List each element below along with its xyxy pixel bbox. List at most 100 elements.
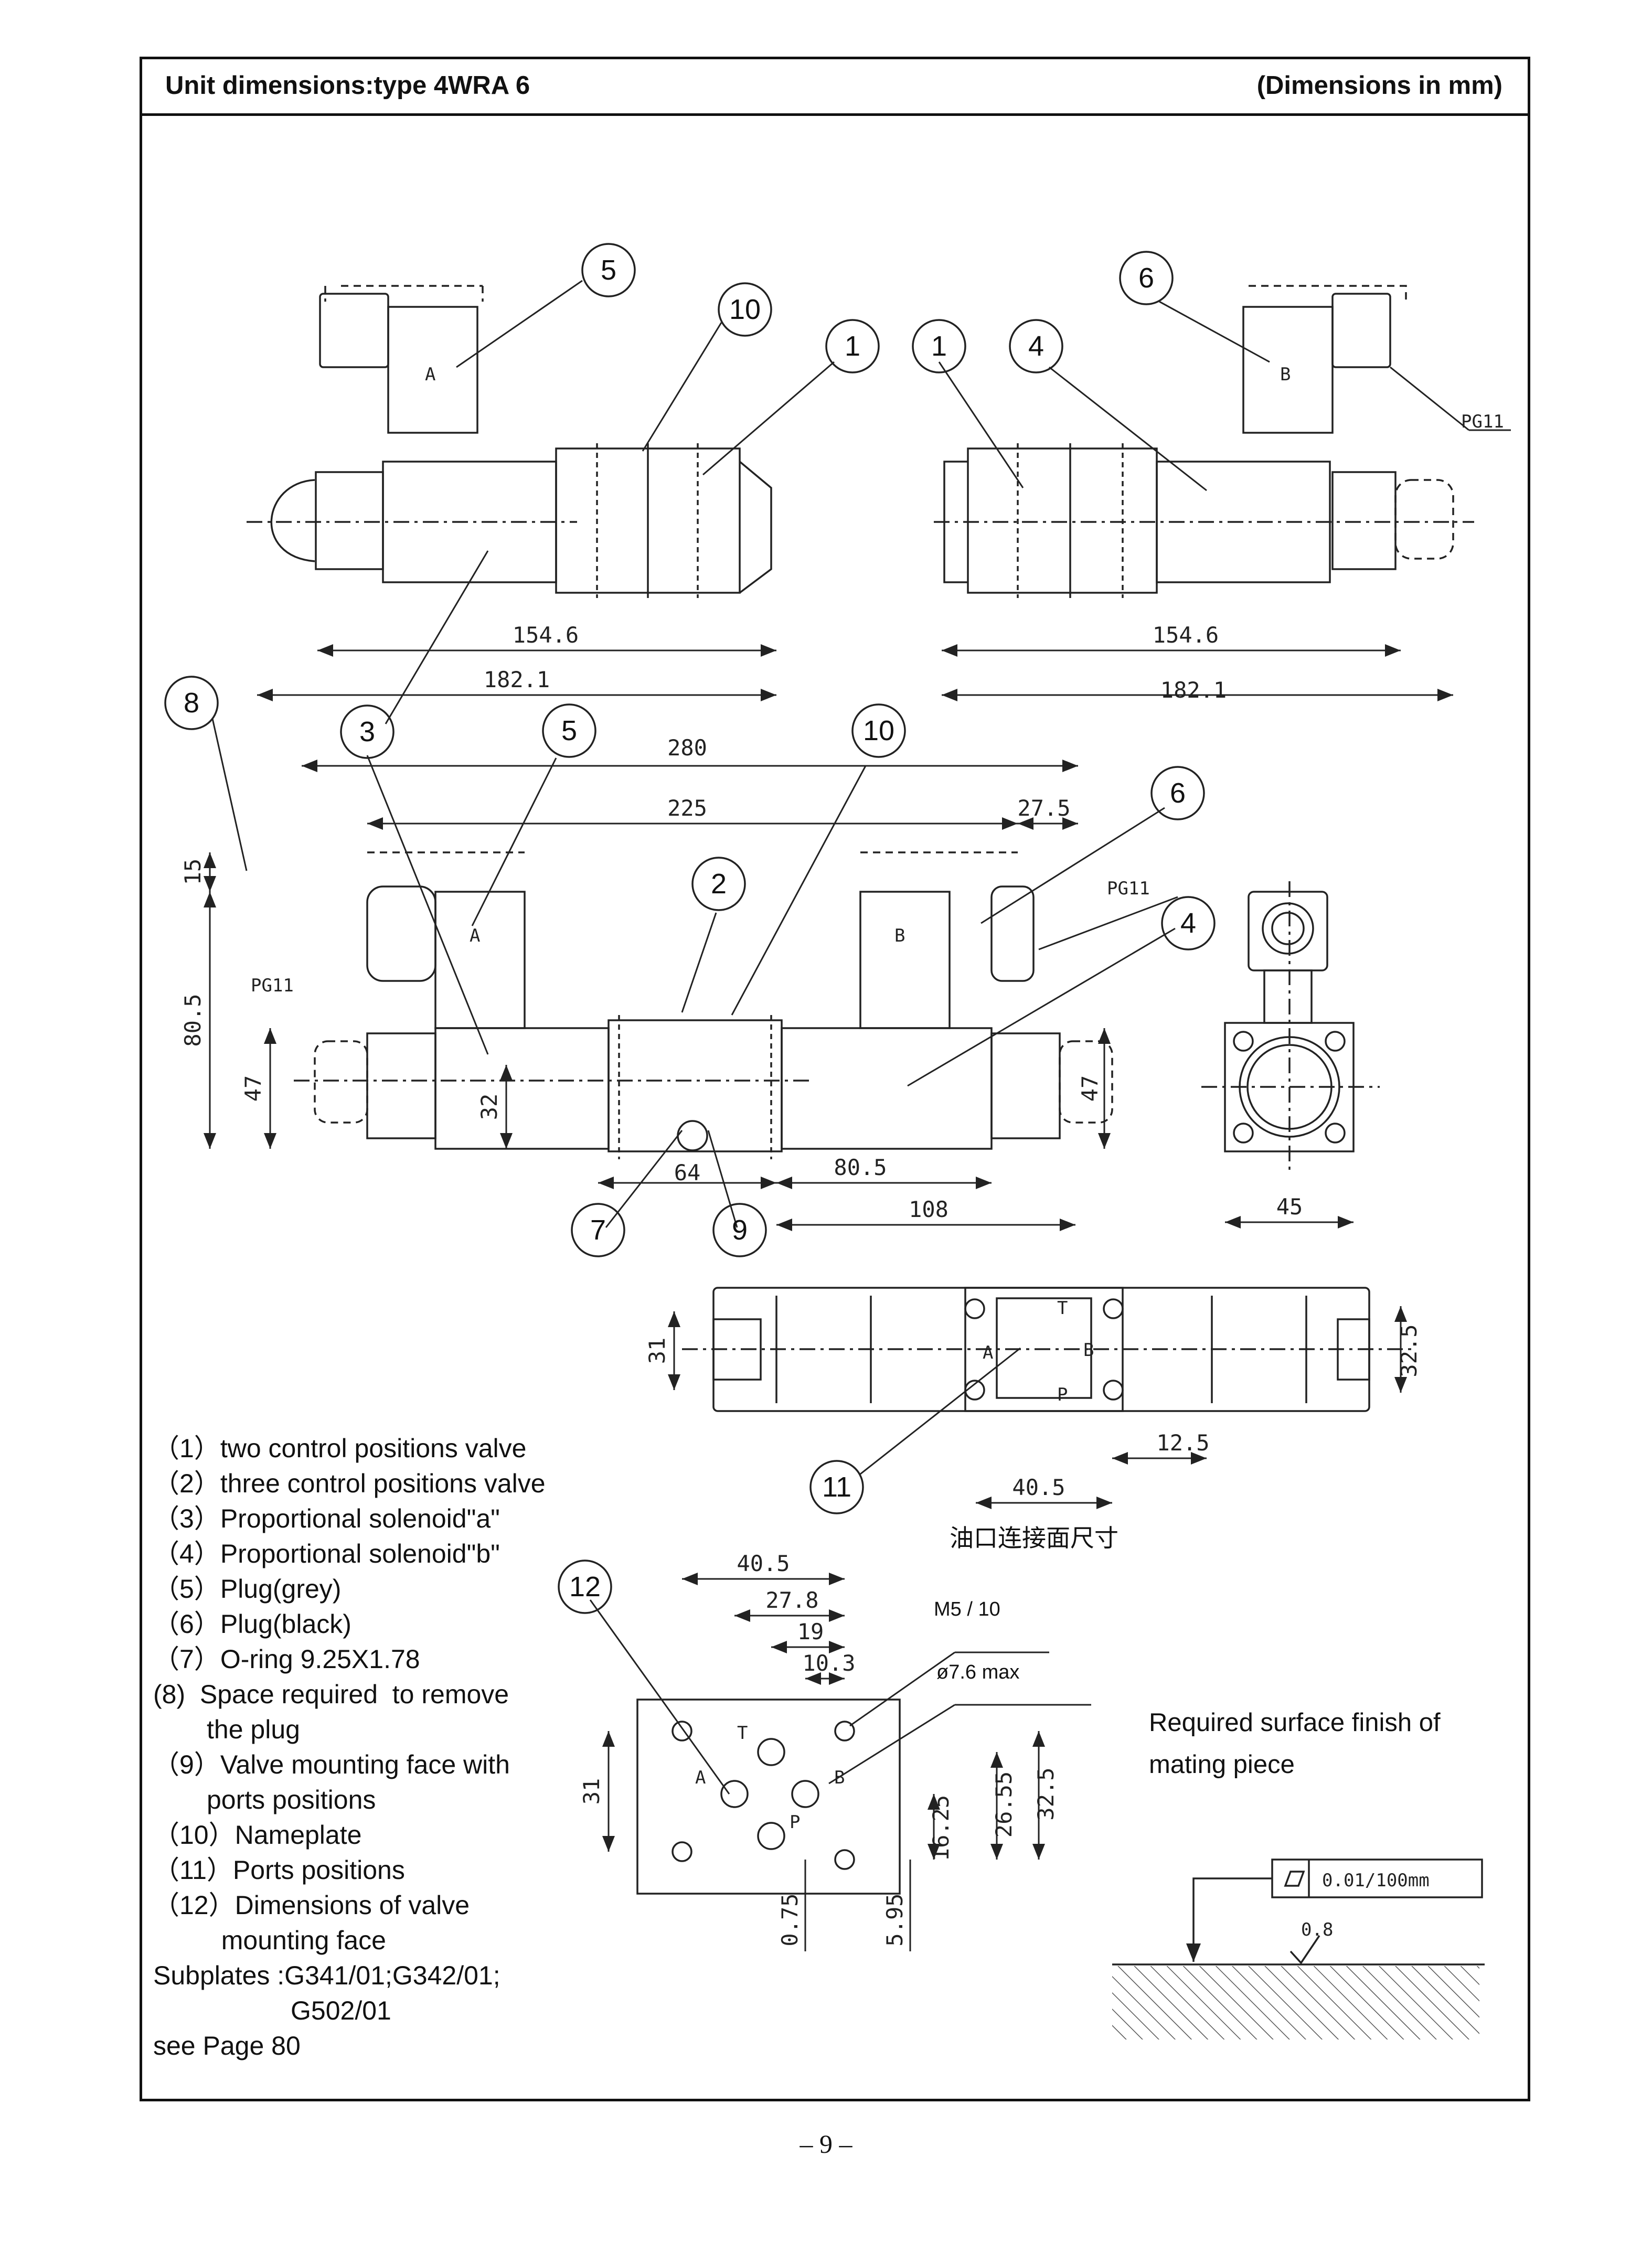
legend-item: (8) Space required to remove <box>153 1680 509 1709</box>
see-page-link[interactable]: see Page 80 <box>153 2031 301 2060</box>
dim-40-5-plan: 40.5 <box>1012 1475 1065 1500</box>
legend-list: （1）two control positions valve （2）three … <box>153 1431 552 2064</box>
thread-note: M5 / 10 <box>934 1598 1000 1620</box>
pg11-label-top: PG11 <box>1461 411 1504 432</box>
dim-26-55: 26.55 <box>991 1771 1017 1838</box>
balloon-5-top: 5 <box>601 254 616 286</box>
legend-item: （10）Nameplate <box>153 1820 362 1850</box>
front-view <box>294 851 1113 1159</box>
dim-64: 64 <box>674 1160 701 1185</box>
balloon-5-front: 5 <box>561 715 577 746</box>
dim-47-left: 47 <box>240 1075 266 1102</box>
balloon-3: 3 <box>359 716 375 747</box>
balloon-12: 12 <box>569 1571 601 1603</box>
dim-40-5-face: 40.5 <box>737 1551 790 1576</box>
plan-view <box>682 1287 1411 1412</box>
dimension-lines <box>204 644 1453 1951</box>
pg11-label-left: PG11 <box>251 975 294 996</box>
balloon-8: 8 <box>184 687 199 719</box>
port-a-plan: A <box>983 1342 993 1363</box>
top-right-view <box>934 285 1474 598</box>
dim-45: 45 <box>1276 1194 1303 1220</box>
legend-item-continuation: ports positions <box>207 1785 376 1814</box>
surface-note-line-2: mating piece <box>1149 1750 1295 1779</box>
balloon-10-top: 10 <box>729 294 761 325</box>
dim-27-5: 27.5 <box>1017 795 1070 821</box>
balloon-11: 11 <box>822 1471 851 1503</box>
dim-80-5-horizontal: 80.5 <box>834 1155 887 1180</box>
dim-32: 32 <box>476 1094 502 1120</box>
legend-item: （6）Plug(black) <box>153 1609 351 1639</box>
page-frame: Unit dimensions:type 4WRA 6 (Dimensions … <box>140 57 1530 2101</box>
dim-32-5-face: 32.5 <box>1033 1767 1059 1820</box>
balloons <box>164 243 1216 1614</box>
port-p-plan: P <box>1057 1384 1068 1405</box>
surface-note-line-1: Required surface finish of <box>1149 1708 1441 1737</box>
flatness-value: 0.01/100mm <box>1322 1870 1430 1891</box>
balloon-10-front: 10 <box>863 715 894 746</box>
subplates-line-1: Subplates :G341/01;G342/01; <box>153 1961 500 1990</box>
surface-finish-symbol <box>1112 1859 1485 1966</box>
legend-item: （7）O-ring 9.25X1.78 <box>153 1644 420 1674</box>
port-b-face: B <box>834 1767 845 1788</box>
side-view <box>1201 881 1380 1170</box>
dim-10-3: 10.3 <box>802 1650 855 1676</box>
dim-19: 19 <box>797 1619 824 1644</box>
subplates-line-2: G502/01 <box>291 1996 391 2025</box>
solenoid-b-top: B <box>1280 364 1291 385</box>
balloon-4-top: 4 <box>1028 330 1044 362</box>
subplates-note: Subplates :G341/01;G342/01; G502/01 <box>153 1958 552 2028</box>
balloon-1-top-left: 1 <box>845 330 860 362</box>
dim-27-8: 27.8 <box>765 1587 818 1613</box>
port-b-plan: B <box>1083 1340 1094 1361</box>
roughness-value: 0.8 <box>1301 1919 1333 1940</box>
balloon-7: 7 <box>590 1214 606 1246</box>
leader-lines <box>211 280 1511 1795</box>
legend-item: （11）Ports positions <box>153 1855 405 1885</box>
dim-12-5: 12.5 <box>1156 1430 1209 1456</box>
port-a-face: A <box>695 1767 706 1788</box>
dim-80-5-vertical: 80.5 <box>180 994 206 1046</box>
dim-182-1-right: 182.1 <box>1160 677 1227 703</box>
balloon-4-front: 4 <box>1180 907 1196 939</box>
dim-0-75: 0.75 <box>777 1893 803 1946</box>
dim-154-6-left: 154.6 <box>513 622 579 648</box>
top-left-view <box>247 285 772 598</box>
dim-15: 15 <box>180 859 206 885</box>
legend-item-continuation: the plug <box>207 1715 300 1744</box>
dim-32-5-plan: 32.5 <box>1396 1324 1422 1377</box>
chinese-caption: 油口连接面尺寸 <box>950 1524 1118 1552</box>
port-p-face: P <box>790 1812 800 1833</box>
solenoid-a-top: A <box>425 364 435 385</box>
page-number: – 9 – <box>800 2129 852 2159</box>
units-note: (Dimensions in mm) <box>1256 71 1502 100</box>
legend-item: （5）Plug(grey) <box>153 1574 342 1604</box>
legend-item: （1）two control positions valve <box>153 1434 527 1463</box>
port-t-face: T <box>737 1723 748 1744</box>
legend-item: （2）three control positions valve <box>153 1469 546 1498</box>
balloon-1-top-right: 1 <box>931 330 947 362</box>
balloon-2: 2 <box>711 868 727 900</box>
dim-31-face: 31 <box>579 1778 604 1805</box>
dim-182-1-left: 182.1 <box>484 667 550 692</box>
dim-108: 108 <box>909 1197 948 1222</box>
port-t-plan: T <box>1057 1298 1068 1319</box>
dim-225: 225 <box>667 795 707 821</box>
legend-item: （4）Proportional solenoid"b" <box>153 1539 500 1568</box>
solenoid-a-front: A <box>470 925 480 946</box>
hole-note: ø7.6 max <box>936 1661 1019 1683</box>
header-bar: Unit dimensions:type 4WRA 6 (Dimensions … <box>142 59 1528 116</box>
balloon-9: 9 <box>732 1214 748 1246</box>
page-title: Unit dimensions:type 4WRA 6 <box>165 71 530 100</box>
legend-item: （12）Dimensions of valve <box>153 1890 470 1920</box>
legend-item-continuation: mounting face <box>207 1926 386 1955</box>
balloon-6-front: 6 <box>1170 777 1186 809</box>
dim-5-95: 5.95 <box>882 1893 908 1946</box>
dim-16-25: 16.25 <box>928 1795 954 1861</box>
hatched-surface <box>1112 1966 1479 2039</box>
solenoid-b-front: B <box>894 925 905 946</box>
balloon-6-top: 6 <box>1138 262 1154 294</box>
dim-31-plan: 31 <box>644 1338 670 1364</box>
pg11-label-right: PG11 <box>1107 878 1150 899</box>
mounting-face <box>636 1699 901 1895</box>
